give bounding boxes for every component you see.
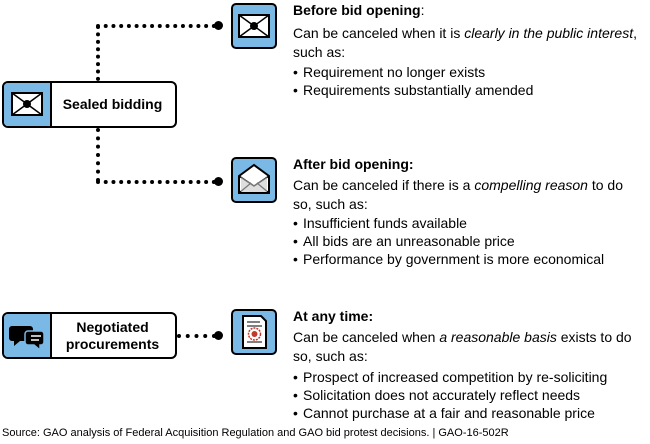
desc-text: Can be canceled when it is xyxy=(293,25,465,41)
desc-text: Can be canceled when xyxy=(293,329,440,345)
connector-node-after xyxy=(214,177,223,186)
sealed-bidding-box: Sealed bidding xyxy=(2,81,177,128)
sealed-envelope-icon xyxy=(231,3,277,49)
heading-text: Before bid opening xyxy=(293,2,421,18)
list-item: Performance by government is more econom… xyxy=(293,250,604,268)
list-item: Requirements substantially amended xyxy=(293,81,533,99)
desc-text: exists to do so, such as: xyxy=(293,329,632,364)
connector-any-time xyxy=(177,334,216,338)
connector-vertical-upper xyxy=(96,25,100,81)
source-note: Source: GAO analysis of Federal Acquisit… xyxy=(2,427,509,439)
connector-before-bid xyxy=(96,24,216,28)
bullet-list-before: Requirement no longer exists Requirement… xyxy=(293,63,533,99)
connector-node-before xyxy=(214,21,223,30)
section-desc-before: Can be canceled when it is clearly in th… xyxy=(293,24,643,62)
open-envelope-icon xyxy=(231,157,277,203)
desc-emphasis: clearly in the public interest xyxy=(464,25,634,41)
document-seal-icon xyxy=(231,309,277,355)
list-item: Insufficient funds available xyxy=(293,214,604,232)
negotiated-procurements-box: Negotiated procurements xyxy=(2,312,177,359)
sealed-envelope-icon xyxy=(4,83,52,126)
desc-emphasis: a reasonable basis xyxy=(439,329,557,345)
list-item: Requirement no longer exists xyxy=(293,63,533,81)
section-heading-before: Before bid opening: xyxy=(293,2,424,18)
desc-text: to do so, such as: xyxy=(293,177,623,212)
bullet-list-after: Insufficient funds available All bids ar… xyxy=(293,214,604,268)
list-item: Prospect of increased competition by re-… xyxy=(293,368,607,386)
section-heading-any-time: At any time: xyxy=(293,308,374,324)
bullet-list-any-time: Prospect of increased competition by re-… xyxy=(293,368,607,422)
negotiated-procurements-label: Negotiated procurements xyxy=(65,318,160,352)
connector-node-any xyxy=(214,331,223,340)
desc-emphasis: compelling reason xyxy=(474,177,588,193)
section-heading-after: After bid opening: xyxy=(293,156,414,172)
list-item: All bids are an unreasonable price xyxy=(293,232,604,250)
section-desc-after: Can be canceled if there is a compelling… xyxy=(293,176,638,214)
section-desc-any-time: Can be canceled when a reasonable basis … xyxy=(293,328,638,366)
heading-suffix: : xyxy=(420,2,425,18)
desc-text: , such as: xyxy=(293,25,637,60)
list-item: Cannot purchase at a fair and reasonable… xyxy=(293,404,607,422)
connector-vertical-lower xyxy=(96,128,100,182)
speech-bubbles-icon xyxy=(4,314,52,357)
sealed-bidding-label: Sealed bidding xyxy=(62,96,163,112)
connector-after-bid xyxy=(96,180,216,184)
list-item: Solicitation does not accurately reflect… xyxy=(293,386,607,404)
desc-text: Can be canceled if there is a xyxy=(293,177,475,193)
